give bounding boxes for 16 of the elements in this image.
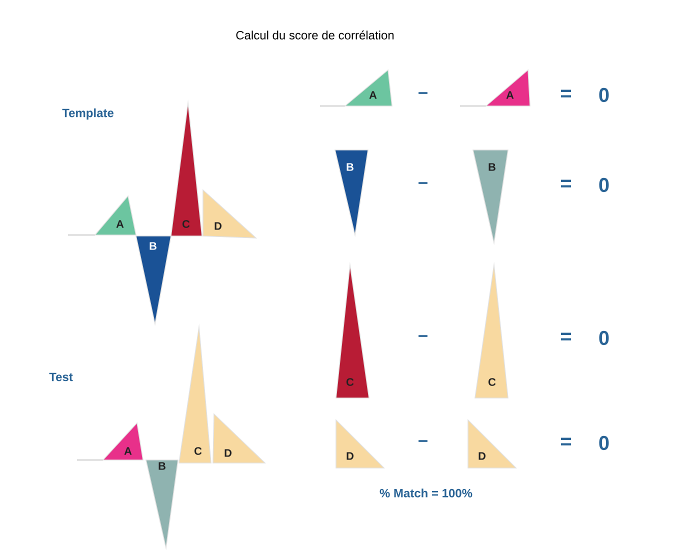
equals-sign: = — [561, 90, 572, 98]
equals-sign: = — [561, 438, 572, 446]
equals-sign: = — [561, 180, 572, 188]
minus-sign: – — [418, 92, 428, 94]
heading-label: Template — [62, 108, 114, 120]
match-result: % Match = 100% — [380, 488, 472, 498]
minus-sign: – — [418, 182, 428, 184]
equals-sign: = — [561, 332, 572, 340]
result-value: 0 — [599, 436, 609, 450]
heading-label: Test — [49, 372, 73, 382]
result-value: 0 — [599, 330, 609, 346]
result-value: 0 — [599, 178, 609, 192]
minus-sign: – — [418, 440, 428, 442]
title: Calcul du score de corrélation — [236, 30, 394, 40]
minus-sign: – — [418, 335, 428, 337]
result-value: 0 — [599, 88, 609, 102]
